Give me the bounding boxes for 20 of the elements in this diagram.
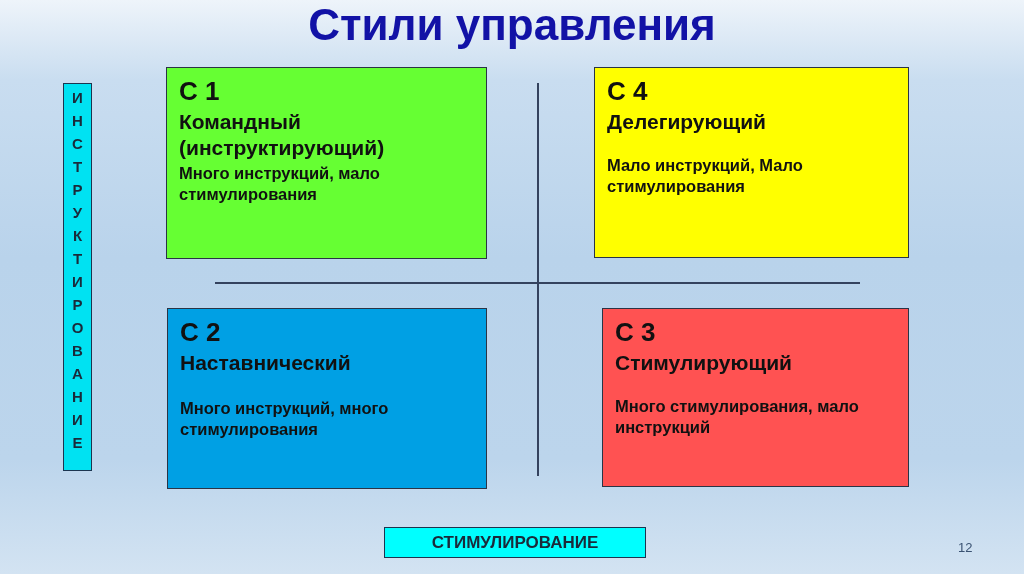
style-name: Командный (инструктирующий) xyxy=(179,109,386,161)
style-name: Наставнический xyxy=(180,350,351,376)
quadrant-box xyxy=(167,308,487,489)
style-code: С 2 xyxy=(180,317,221,347)
axis-label: СТИМУЛИРОВАНИЕ xyxy=(384,527,646,558)
style-name: Стимулирующий xyxy=(615,350,792,376)
quadrant-box xyxy=(166,67,487,259)
style-code: С 3 xyxy=(615,317,656,347)
style-description: Мало инструкций, Мало стимулирования xyxy=(607,155,804,197)
quadrant-box xyxy=(594,67,909,258)
style-description: Много инструкций, много стимулирования xyxy=(180,398,390,440)
page-number: 12 xyxy=(958,540,973,555)
style-code: С 4 xyxy=(607,76,648,106)
style-description: Много инструкций, мало стимулирования xyxy=(179,163,381,205)
style-description: Много стимулирования, мало инструкций xyxy=(615,396,860,438)
title: Стили управления xyxy=(307,2,717,48)
axis-label: ИНСТРУКТИРОВАНИЕ xyxy=(63,83,92,471)
style-code: С 1 xyxy=(179,76,220,106)
quadrant-box xyxy=(602,308,909,487)
style-name: Делегирующий xyxy=(607,109,766,135)
